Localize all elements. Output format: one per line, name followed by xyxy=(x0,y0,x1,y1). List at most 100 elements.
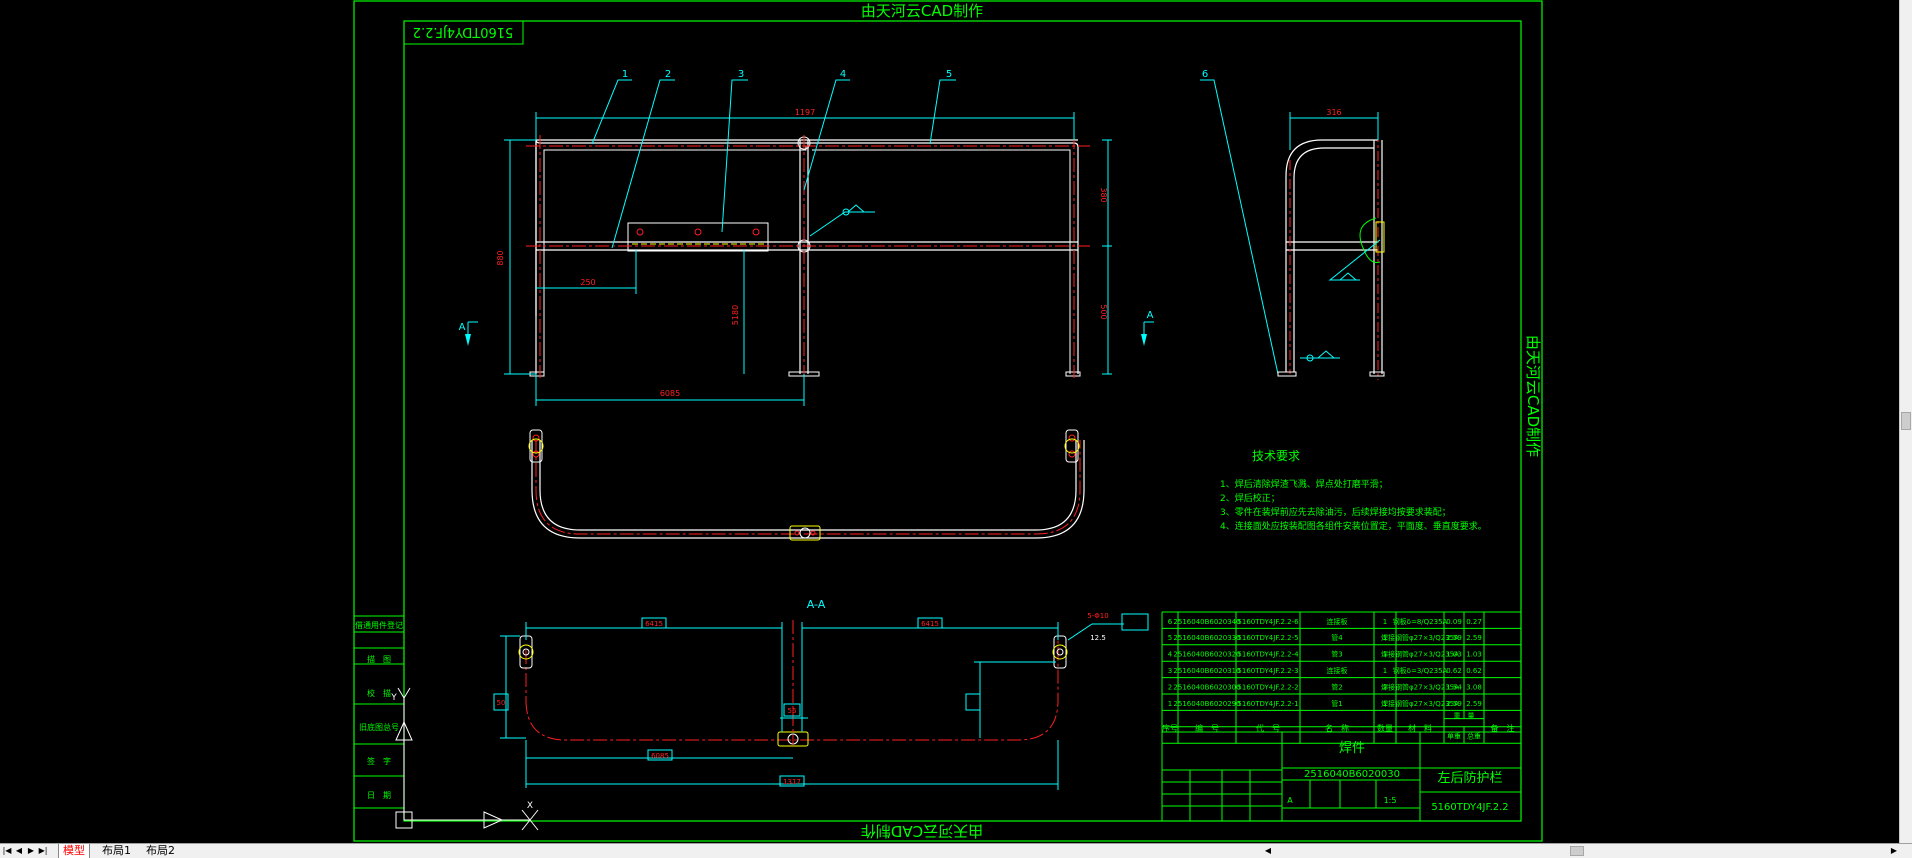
tech-req-item-2: 2、焊后校正； xyxy=(1220,492,1280,504)
scroll-right-icon[interactable]: ▶ xyxy=(1890,846,1898,855)
dim-aa-tag-top: 5-Φ10 xyxy=(1087,612,1108,620)
bom-cell-qty: 1 xyxy=(1383,618,1387,626)
weld-symbol-front xyxy=(847,204,865,213)
right-foot-plate xyxy=(1065,371,1081,377)
bom-cell-no: 1 xyxy=(1168,700,1172,708)
bom-weight-header: 重 量 xyxy=(1454,712,1475,720)
left-strip-2: 描 图 xyxy=(367,654,391,664)
section-aa-dimensions xyxy=(500,622,1124,790)
bom-header-2: 代 号 xyxy=(1256,723,1280,733)
ucs-icon xyxy=(395,687,539,831)
cad-drawing[interactable]: 由天河云CAD制作 由天河云CAD制作 由天河云CAD制作 5160TDY4JF… xyxy=(0,0,1900,843)
bom-cell-material: 焊接钢管φ27×3/Q235A xyxy=(1381,633,1459,642)
dim-aa-left: 6415 xyxy=(645,620,663,628)
balloon-2: 2 xyxy=(665,69,671,80)
left-strip xyxy=(353,615,405,809)
front-inner-line-left xyxy=(543,146,807,374)
bom-header-7: 总重 xyxy=(1467,732,1481,741)
bom-cell-qty: 1 xyxy=(1383,667,1387,675)
tech-req-title: 技术要求 xyxy=(1252,449,1300,463)
bom-cell-no: 3 xyxy=(1168,667,1172,675)
dim-side-width: 316 xyxy=(1326,108,1341,117)
plate-hole-3 xyxy=(752,228,760,236)
bom-cell-total: 2.59 xyxy=(1466,700,1482,708)
balloon-leaders xyxy=(591,79,1279,375)
left-strip-3: 校 描 xyxy=(367,688,391,698)
bom-cell-qty: 1 xyxy=(1383,651,1387,659)
vertical-scrollbar[interactable] xyxy=(1899,0,1912,843)
title-ratio: 1:5 xyxy=(1384,796,1397,805)
tech-req-item-3: 3、零件在装焊前应先去除油污，后续焊接均按要求装配； xyxy=(1220,506,1451,518)
bom-cell-drawing: 5160TDY4JF.2.2-6 xyxy=(1237,618,1299,626)
bom-cell-drawing: 5160TDY4JF.2.2-1 xyxy=(1237,700,1298,708)
bom-header-1: 编 号 xyxy=(1195,723,1219,733)
bom-cell-total: 2.59 xyxy=(1466,634,1482,642)
inner-sheet-frame xyxy=(403,20,1522,822)
bom-cell-name: 管3 xyxy=(1331,650,1342,659)
bom-cell-drawing: 5160TDY4JF.2.2-2 xyxy=(1237,683,1298,691)
bom-cell-total: 0.27 xyxy=(1466,618,1482,626)
outer-sheet-frame xyxy=(353,0,1543,842)
bom-cell-drawing: 5160TDY4JF.2.2-4 xyxy=(1237,651,1299,659)
balloon-1: 1 xyxy=(622,69,628,80)
next-tab-button[interactable]: ▶ xyxy=(27,846,35,855)
tab-layout2[interactable]: 布局2 xyxy=(146,844,175,857)
front-view[interactable] xyxy=(526,135,1090,378)
bom-cell-qty: 1 xyxy=(1383,634,1387,642)
corner-code: 5160TDY4JF.2.2 xyxy=(413,24,514,39)
last-tab-button[interactable]: ▶| xyxy=(38,846,48,855)
bom-header-0: 序号 xyxy=(1162,723,1178,733)
tech-req-item-1: 1、焊后清除焊渣飞溅、焊点处打磨平滑； xyxy=(1220,478,1388,490)
dim-aa-tag-sub: 12.5 xyxy=(1090,634,1106,642)
left-strip-5: 签 字 xyxy=(367,756,391,766)
balloon-6: 6 xyxy=(1202,69,1208,80)
bom-cell-unit: 1.03 xyxy=(1446,651,1462,659)
dim-front-half: 6085 xyxy=(660,389,680,398)
corner-code-box xyxy=(403,20,524,45)
section-aa-title: A-A xyxy=(807,598,826,611)
dim-front-lower: 500 xyxy=(1099,304,1108,319)
side-dimension xyxy=(1289,112,1379,150)
first-tab-button[interactable]: |◀ xyxy=(2,846,12,855)
title-drawing-code: 5160TDY4JF.2.2 xyxy=(1431,802,1508,813)
dim-aa-lower: 6085 xyxy=(651,752,669,760)
dim-front-post: 5180 xyxy=(731,305,740,325)
bom-cell-drawing: 5160TDY4JF.2.2-3 xyxy=(1237,667,1298,675)
title-part-type: 焊件 xyxy=(1339,740,1365,756)
section-aa-view[interactable] xyxy=(518,620,1068,747)
connection-plate xyxy=(627,222,769,252)
bom-header-3: 名 称 xyxy=(1325,723,1349,733)
bom-cell-qty: 2 xyxy=(1383,683,1387,691)
bom-cell-name: 管1 xyxy=(1331,699,1342,708)
bom-cell-drawing: 5160TDY4JF.2.2-5 xyxy=(1237,634,1298,642)
top-banner: 由天河云CAD制作 xyxy=(861,2,983,20)
section-mark-left-label: A xyxy=(459,322,466,333)
bom-cell-material: 焊接钢管φ27×3/Q235A xyxy=(1381,682,1459,691)
bom-cell-total: 1.03 xyxy=(1466,651,1482,659)
vertical-scroll-thumb[interactable] xyxy=(1901,412,1911,430)
title-part-code: 2516040B6020030 xyxy=(1304,769,1400,780)
bom-cell-name: 管4 xyxy=(1331,633,1343,642)
top-view[interactable] xyxy=(528,429,1085,541)
horizontal-scroll-thumb[interactable] xyxy=(1570,846,1584,856)
scroll-left-icon[interactable]: ◀ xyxy=(1264,846,1272,855)
bom-cell-material: 钢板δ=3/Q235A xyxy=(1393,666,1448,675)
prev-tab-button[interactable]: ◀ xyxy=(15,846,23,855)
horizontal-scrollbar[interactable]: ◀ ▶ xyxy=(1262,845,1900,857)
title-block-frame xyxy=(1161,731,1522,822)
front-outer-tube xyxy=(535,139,1079,374)
ucs-x-label: X xyxy=(527,801,533,811)
tab-model[interactable]: 模型 xyxy=(58,844,90,858)
bom-header-5: 材 料 xyxy=(1408,723,1432,733)
ucs-y-label: Y xyxy=(390,693,397,703)
bom-cell-qty: 1 xyxy=(1383,700,1387,708)
bom-cell-total: 0.62 xyxy=(1466,667,1482,675)
dim-aa-right: 6415 xyxy=(921,620,939,628)
left-strip-6: 日 期 xyxy=(367,791,391,800)
section-mark-left xyxy=(465,321,478,346)
dim-aa-total: 1317 xyxy=(783,778,801,786)
side-view[interactable] xyxy=(1277,132,1385,380)
tab-layout1[interactable]: 布局1 xyxy=(102,844,131,857)
